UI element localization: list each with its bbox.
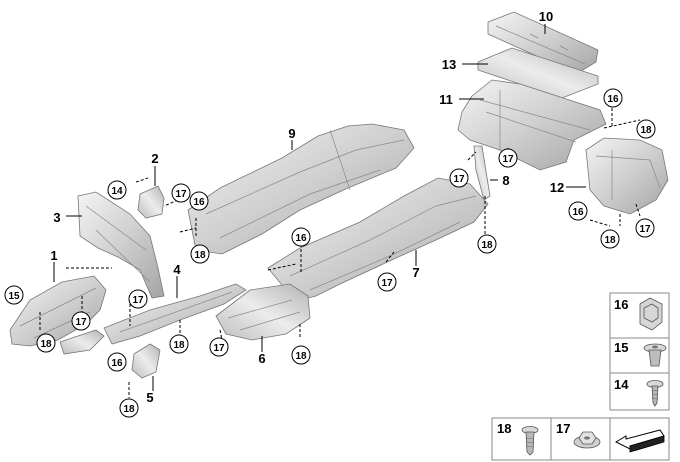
leader-lines <box>39 24 641 398</box>
part-6-heat-shield <box>215 283 311 341</box>
circled-14-upper: 14 <box>111 186 123 197</box>
part-11-heat-shield <box>457 79 607 171</box>
circled-17-left: 17 <box>75 317 87 328</box>
callout-12: 12 <box>550 180 564 195</box>
circled-15-left: 15 <box>8 291 20 302</box>
circled-17-part12: 17 <box>639 224 651 235</box>
circled-17-part8: 17 <box>453 174 465 185</box>
direction-arrow-icon <box>614 429 665 453</box>
callout-6: 6 <box>258 351 265 366</box>
part-2-bracket <box>137 185 165 219</box>
part-10-heat-shield <box>487 11 599 75</box>
part-3-heat-shield <box>77 191 165 299</box>
callout-13: 13 <box>442 57 456 72</box>
circled-18-part8: 18 <box>481 240 493 251</box>
part-4-bracket <box>103 283 247 345</box>
circled-16-part7: 16 <box>295 233 307 244</box>
fastener-legend: 16 15 14 18 17 <box>491 292 670 461</box>
part-1-lower-piece <box>59 329 105 355</box>
circled-16-part5: 16 <box>111 358 123 369</box>
legend-15-label: 15 <box>614 340 628 355</box>
legend-16-label: 16 <box>614 297 628 312</box>
part-5-bracket <box>131 343 161 379</box>
circled-16-part9: 16 <box>193 197 205 208</box>
circled-17-part4: 17 <box>132 295 144 306</box>
circled-callouts: 15 18 17 14 17 16 18 17 16 18 18 17 18 1… <box>4 88 656 418</box>
circled-18-part5: 18 <box>123 404 135 415</box>
callout-2: 2 <box>151 151 158 166</box>
circled-18-part6: 18 <box>295 351 307 362</box>
expansion-nut-icon <box>643 343 667 367</box>
part-8-bracket <box>473 145 491 201</box>
circled-17-part11: 17 <box>502 154 514 165</box>
legend-14-label: 14 <box>614 377 629 392</box>
clip-nut-icon <box>639 297 663 331</box>
circled-18-right-upper: 18 <box>640 125 652 136</box>
circled-18-part4: 18 <box>173 340 185 351</box>
callout-1: 1 <box>50 248 57 263</box>
part-13-heat-shield <box>477 47 599 99</box>
callout-11: 11 <box>439 92 453 107</box>
callout-9: 9 <box>288 126 295 141</box>
legend-18-label: 18 <box>497 421 511 436</box>
circled-17-part7: 17 <box>381 278 393 289</box>
circled-16-right-upper: 16 <box>607 94 619 105</box>
callout-7: 7 <box>412 265 419 280</box>
legend-17-label: 17 <box>556 421 570 436</box>
callout-4: 4 <box>173 262 181 277</box>
screw-icon <box>646 380 664 407</box>
callout-5: 5 <box>146 390 153 405</box>
callout-3: 3 <box>53 210 60 225</box>
circled-18-part9: 18 <box>194 250 206 261</box>
circled-17-part6: 17 <box>213 343 225 354</box>
callout-8: 8 <box>502 173 509 188</box>
circled-18-part12: 18 <box>604 235 616 246</box>
hex-nut-icon <box>573 431 601 449</box>
part-9-tunnel-shield <box>187 123 415 255</box>
circled-18-left: 18 <box>40 339 52 350</box>
part-1-heat-shield <box>9 275 107 347</box>
callout-10: 10 <box>539 9 553 24</box>
bolt-icon <box>521 426 539 456</box>
circled-17-upper: 17 <box>175 189 187 200</box>
circled-16-part12: 16 <box>572 207 584 218</box>
